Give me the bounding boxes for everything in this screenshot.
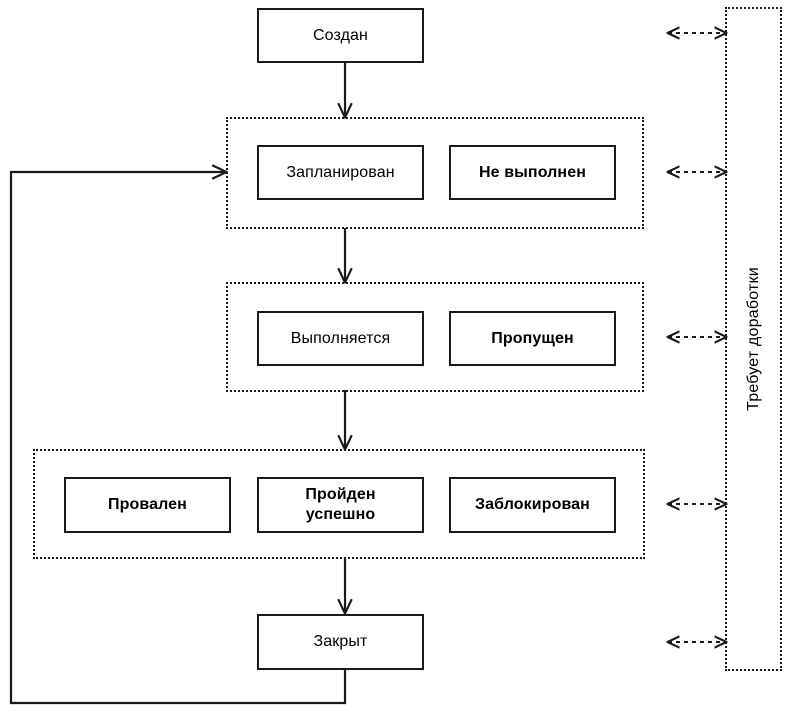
state-node-not-executed[interactable]: Не выполнен — [449, 145, 616, 200]
state-label-blocked: Заблокирован — [475, 496, 590, 514]
state-label-rework: Требует доработки — [744, 267, 762, 411]
state-node-created[interactable]: Создан — [257, 8, 424, 63]
state-label-not-executed: Не выполнен — [479, 163, 586, 181]
state-node-closed[interactable]: Закрыт — [257, 614, 424, 670]
state-label-created: Создан — [313, 26, 368, 44]
group-planned — [226, 117, 644, 229]
state-node-failed[interactable]: Провален — [64, 477, 231, 533]
state-node-passed[interactable]: Пройден успешно — [257, 477, 424, 533]
state-label-closed: Закрыт — [313, 633, 368, 651]
state-node-in-progress[interactable]: Выполняется — [257, 311, 424, 366]
state-label-in-progress: Выполняется — [290, 329, 391, 347]
group-in-progress — [226, 282, 644, 392]
state-label-failed: Провален — [108, 496, 187, 514]
edge-closed-back-to-planned — [9, 172, 347, 705]
state-node-skipped[interactable]: Пропущен — [449, 311, 616, 366]
group-results — [33, 449, 645, 559]
state-label-skipped: Пропущен — [491, 329, 574, 347]
state-node-rework[interactable]: Требует доработки — [725, 7, 782, 671]
state-label-planned: Запланирован — [286, 163, 395, 181]
state-node-blocked[interactable]: Заблокирован — [449, 477, 616, 533]
state-node-planned[interactable]: Запланирован — [257, 145, 424, 200]
state-label-passed: Пройден успешно — [305, 486, 376, 523]
